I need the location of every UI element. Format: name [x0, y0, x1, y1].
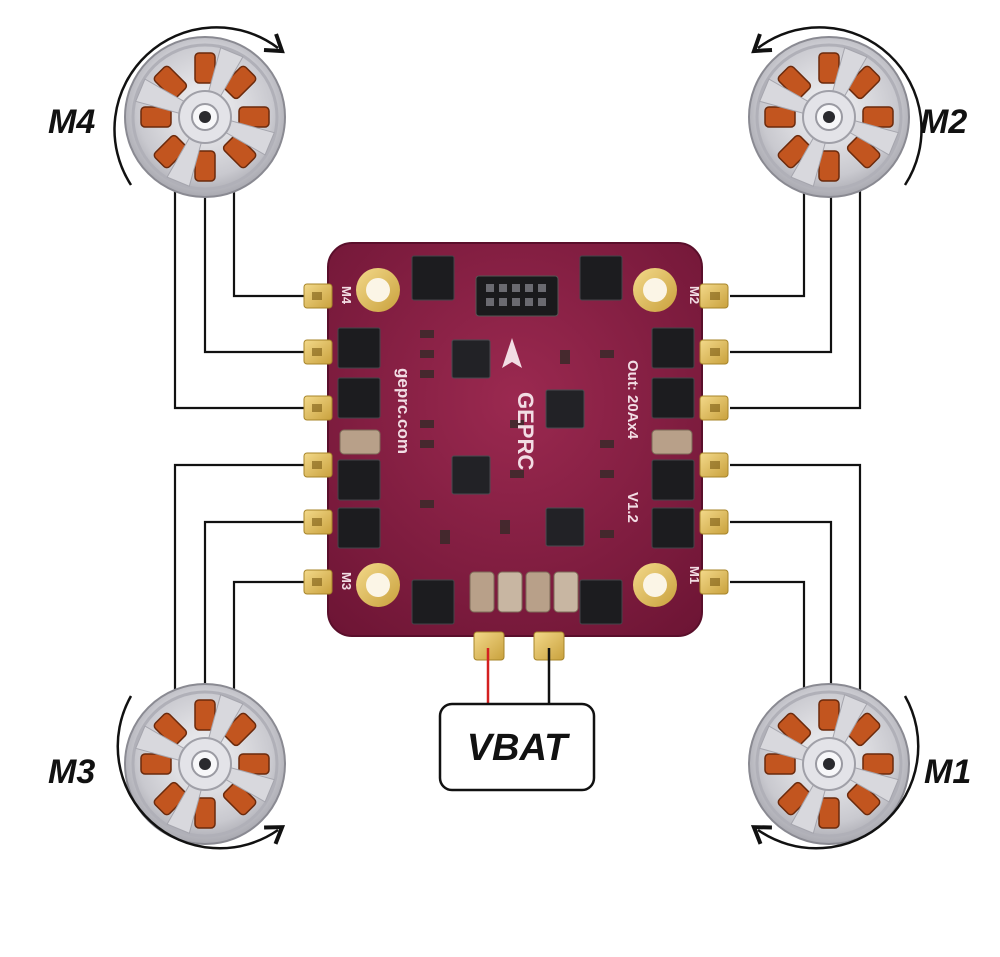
- wire-m3-b: [203, 520, 310, 690]
- pad-label-m1: M1: [687, 566, 702, 584]
- rotation-arrow-m2: [751, 26, 923, 186]
- capacitors: [339, 429, 693, 613]
- motor-m2: [747, 35, 911, 199]
- esc-board: M4 M3 M2 M1 geprc.com GEPRC Out: 20Ax4 V…: [303, 242, 729, 661]
- wire-m3-a: [173, 463, 310, 695]
- brand-label: GEPRC: [513, 392, 538, 470]
- rotation-arrow-m1: [750, 695, 920, 850]
- wire-m2-b: [730, 195, 833, 354]
- pad-label-m4: M4: [339, 286, 354, 305]
- wire-m1-c: [730, 580, 806, 695]
- motor-label-m2: M2: [920, 103, 967, 141]
- brand-logo: [502, 338, 522, 368]
- wire-m4-b: [203, 195, 310, 354]
- pad-label-m3: M3: [339, 572, 354, 590]
- website-label: geprc.com: [394, 368, 413, 454]
- battery-pads: [473, 631, 565, 661]
- wire-m4-c: [173, 190, 310, 410]
- mounting-holes: [356, 268, 677, 607]
- motor-label-m4: M4: [48, 103, 95, 141]
- vbat-box: [438, 702, 596, 792]
- motor-wires: [173, 190, 862, 695]
- wire-m2-c: [730, 190, 862, 410]
- wire-m1-a: [730, 463, 862, 695]
- rotation-arrow-m4: [113, 26, 285, 186]
- wire-m3-c: [232, 580, 310, 695]
- mosfets: [337, 255, 695, 625]
- wire-m2-a: [730, 190, 806, 298]
- wire-m1-b: [730, 520, 833, 690]
- signal-connector: [475, 275, 559, 317]
- rating-label: Out: 20Ax4: [624, 360, 641, 440]
- rotation-arrow-m3: [116, 695, 286, 850]
- motor-label-m3: M3: [48, 753, 95, 791]
- wire-m4-a: [232, 190, 310, 298]
- version-label: V1.2: [624, 492, 641, 523]
- mcu-chips: [451, 339, 585, 547]
- vbat-label: VBAT: [467, 727, 570, 769]
- motor-m4: [123, 35, 287, 199]
- pad-label-m2: M2: [687, 286, 702, 304]
- motor-label-m1: M1: [924, 753, 971, 791]
- right-motor-pads: [699, 283, 729, 595]
